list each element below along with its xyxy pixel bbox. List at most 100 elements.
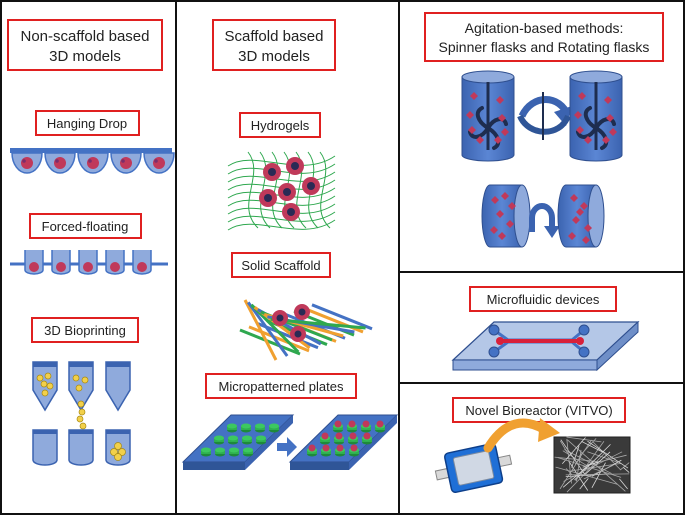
suspended-spheroid [574, 111, 582, 119]
middle-header-line-1: Scaffold based [225, 28, 324, 45]
suspended-spheroid [470, 92, 478, 100]
microfluidic-label: Microfluidic devices [487, 292, 600, 307]
right-header-line-1: Agitation-based methods: [465, 20, 624, 36]
micropatterned-illustration [181, 414, 399, 470]
vitvo-label: Novel Bioreactor (VITVO) [465, 403, 612, 418]
bioink-bead [77, 400, 85, 408]
microfluidic-illustration [451, 320, 640, 372]
patterned-cell [350, 444, 358, 452]
vitvo-label-box [452, 397, 626, 423]
suspended-spheroid [576, 126, 584, 134]
spinner-flask-2 [569, 70, 623, 162]
hanging-drop-label: Hanging Drop [47, 116, 127, 131]
patterned-cell [308, 444, 316, 452]
spheroid [137, 262, 147, 272]
middle-column: Scaffold based 3D models Hydrogels Solid… [181, 19, 399, 470]
print-nozzle-1 [32, 361, 58, 466]
spinner-flask-illustration [461, 70, 623, 162]
patterned-cell [362, 420, 370, 428]
vitvo-illustration [434, 418, 631, 494]
spheroid [110, 262, 120, 272]
hydrogels-label-box [239, 112, 321, 138]
suspended-spheroid [578, 92, 586, 100]
spheroid [56, 262, 66, 272]
suspended-spheroid [491, 196, 499, 204]
patterned-cell [321, 432, 329, 440]
suspended-spheroid [466, 111, 474, 119]
spheroid [120, 157, 132, 169]
bioink-bead [79, 422, 87, 430]
patterned-cell [334, 420, 342, 428]
hanging-drops [11, 152, 175, 174]
spheroid [21, 157, 33, 169]
left-header-box [7, 19, 163, 71]
forced-floating-illustration [10, 250, 168, 275]
solid-scaffold-illustration [239, 299, 373, 361]
vitvo-device [434, 443, 513, 494]
middle-header-box [212, 19, 336, 71]
suspended-spheroid [496, 210, 504, 218]
suspended-spheroid [468, 126, 476, 134]
forced-floating-label-box [29, 213, 142, 239]
right-header-line-2: Spinner flasks and Rotating flasks [439, 39, 650, 55]
bioprinting-illustration [32, 361, 131, 466]
suspended-spheroid [606, 114, 614, 122]
suspended-spheroid [568, 232, 576, 240]
suspended-spheroid [576, 208, 584, 216]
suspended-spheroid [506, 220, 514, 228]
spheroid [54, 157, 66, 169]
left-column: Non-scaffold based 3D models Hanging Dro… [7, 19, 175, 466]
patterned-cell [348, 420, 356, 428]
left-header-line-2: 3D models [49, 48, 121, 65]
bioink-bead [76, 415, 84, 423]
plate-seeded [288, 414, 399, 470]
bioink-bead [78, 408, 86, 416]
rotating-flask-2 [557, 184, 605, 248]
plate-empty [181, 414, 295, 470]
suspended-spheroid [508, 202, 516, 210]
right-column: Agitation-based methods: Spinner flasks … [424, 12, 664, 494]
suspended-spheroid [490, 226, 498, 234]
suspended-spheroid [501, 192, 509, 200]
spheroid [29, 262, 39, 272]
print-nozzle-2 [68, 361, 94, 466]
rotating-flask-1 [481, 184, 531, 248]
suspended-spheroid [602, 136, 610, 144]
suspended-spheroid [609, 128, 617, 136]
rotating-flask-illustration [481, 184, 605, 248]
suspended-spheroid [494, 136, 502, 144]
suspended-spheroid [584, 224, 592, 232]
suspended-spheroid [476, 136, 484, 144]
suspended-spheroid [570, 194, 578, 202]
suspended-spheroid [498, 114, 506, 122]
spheroid [87, 157, 99, 169]
patterned-cell [363, 432, 371, 440]
suspended-spheroid [582, 236, 590, 244]
micropatterned-label-box [205, 373, 357, 399]
solid-scaffold-label: Solid Scaffold [241, 258, 320, 273]
hydrogel-illustration [227, 151, 336, 231]
bioprinting-label: 3D Bioprinting [44, 323, 126, 338]
spheroid [153, 157, 165, 169]
print-nozzle-3 [105, 361, 131, 466]
patterned-cell [349, 432, 357, 440]
suspended-spheroid [580, 202, 588, 210]
forced-floating-label: Forced-floating [42, 219, 129, 234]
patterned-cell [336, 444, 344, 452]
rotation-arrow [517, 92, 572, 140]
suspended-spheroid [584, 136, 592, 144]
spinner-flask-1 [461, 70, 515, 162]
spheroid [83, 262, 93, 272]
left-header-line-1: Non-scaffold based [21, 28, 150, 45]
rotating-arrow [529, 203, 560, 238]
suspended-spheroid [604, 96, 612, 104]
hanging-drop-label-box [35, 110, 140, 136]
plate-arrow [277, 437, 297, 457]
hanging-drop-illustration [10, 148, 175, 174]
suspended-spheroid [501, 128, 509, 136]
suspended-spheroid [498, 232, 506, 240]
patterned-cell [335, 432, 343, 440]
